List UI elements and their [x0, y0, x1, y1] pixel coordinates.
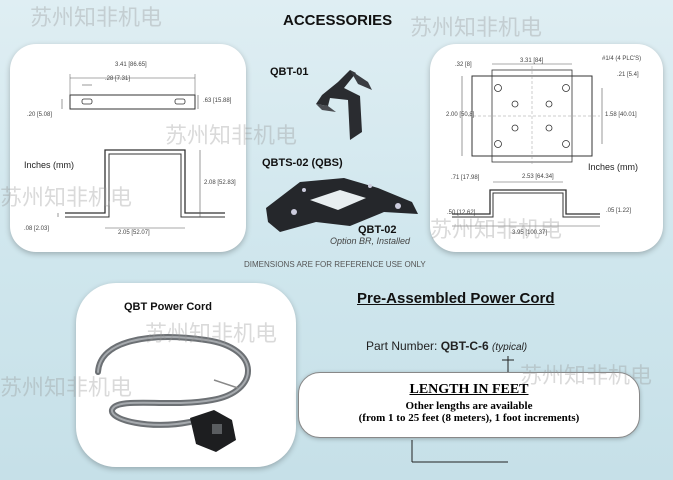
label-qbts02: QBTS-02 (QBS) [262, 157, 343, 169]
dim-right-side: .71 [17.98] [451, 175, 480, 181]
part-number-note: (typical) [492, 342, 528, 353]
cord-panel-title: QBT Power Cord [124, 301, 213, 313]
dim-left-thick: .08 [2.03] [24, 226, 50, 232]
part-number-label: Part Number: [366, 339, 438, 353]
dim-right-overall: 3.95 [100.37] [512, 230, 548, 236]
length-box-line2: (from 1 to 25 feet (8 meters), 1 foot in… [358, 412, 580, 424]
right-units-label: Inches (mm) [588, 162, 639, 172]
part-number-line: Part Number: QBT-C-6 (typical) [366, 339, 527, 353]
dim-left-top: 3.41 [86.65] [115, 62, 147, 68]
length-box-line1: Other lengths are available [405, 400, 533, 412]
dim-right-inner: 1.58 [40.01] [605, 112, 637, 118]
option-note: Option BR, Installed [330, 236, 411, 246]
dim-right-small: .21 [5.4] [617, 72, 639, 78]
watermark: 苏州知非机电 [30, 6, 163, 31]
watermark: 苏州知非机电 [410, 16, 543, 41]
reference-footnote: DIMENSIONS ARE FOR REFERENCE USE ONLY [244, 260, 426, 269]
dim-right-thick: .05 [1.22] [606, 208, 632, 214]
dim-left-slot: .28 [7.31] [105, 76, 131, 82]
dim-left-height: 2.08 [52.83] [204, 180, 236, 186]
length-box: LENGTH IN FEET Other lengths are availab… [298, 372, 640, 438]
dim-right-top: 3.31 [84] [520, 58, 544, 64]
dim-left-left: .20 [5.08] [27, 112, 53, 118]
dim-left-right: .63 [15.88] [203, 98, 232, 104]
label-qbt02: QBT-02 [358, 224, 397, 236]
dim-right-top-left: .32 [8] [455, 62, 472, 68]
preassembled-heading: Pre-Assembled Power Cord [357, 290, 555, 307]
part-number-code: QBT-C-6 [440, 339, 489, 353]
dim-right-holes: #1/4 (4 PLC'S) [602, 56, 642, 62]
label-qbt01: QBT-01 [270, 66, 309, 78]
page-title: ACCESSORIES [283, 12, 393, 29]
left-units-label: Inches (mm) [24, 160, 75, 170]
dim-right-base: .50 [12.62] [447, 210, 476, 216]
dim-right-flange: 2.53 [64.34] [522, 174, 554, 180]
dim-left-width: 2.05 [52.07] [118, 230, 150, 236]
dim-right-height: 2.00 [50.8] [446, 112, 475, 118]
length-box-title: LENGTH IN FEET [409, 382, 529, 397]
